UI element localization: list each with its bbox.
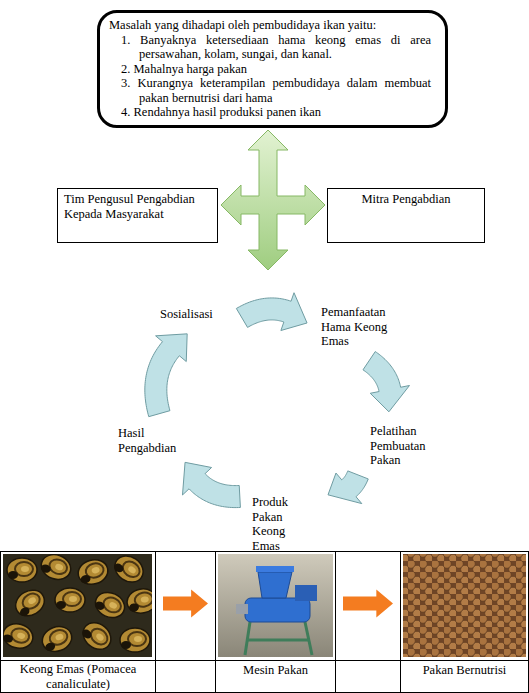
- node-label: Mitra Pengabdian: [334, 192, 478, 207]
- pellet-photo: [403, 554, 526, 657]
- feed-machine-photo: [218, 554, 333, 657]
- flow-arrow: [163, 590, 208, 618]
- cycle-arrow: [363, 352, 409, 412]
- cycle-arrow: [236, 293, 307, 331]
- node-label: Pemanfaatan Hama Keong Emas: [321, 305, 391, 349]
- cycle-arrow: [328, 471, 368, 504]
- problem-heading: Masalah yang dihadapi oleh pembudidaya i…: [109, 18, 431, 33]
- cycle-step: Hasil Pengabdian: [116, 425, 184, 456]
- node-label: Produk Pakan Keong Emas: [252, 495, 316, 553]
- image-cell: Pakan Bernutrisi: [400, 551, 529, 693]
- node-label: Hasil Pengabdian: [118, 426, 182, 455]
- team-box: Tim Pengusul Pengabdian Kepada Masyaraka…: [57, 188, 218, 243]
- cycle-step: Pemanfaatan Hama Keong Emas: [319, 304, 393, 350]
- cycle-step: Sosialisasi: [158, 306, 230, 323]
- image-cell: Mesin Pakan: [215, 551, 336, 693]
- problem-box: Masalah yang dihadapi oleh pembudidaya i…: [97, 10, 448, 128]
- problem-item: 3. Kurangnya keterampilan pembudidaya da…: [109, 76, 431, 105]
- node-label: Tim Pengusul Pengabdian Kepada Masyaraka…: [64, 192, 211, 221]
- flow-arrow: [343, 590, 393, 618]
- cycle-step: Pelatihan Pembuatan Pakan: [368, 423, 436, 469]
- cycle-arrow: [182, 462, 240, 507]
- image-caption: Pakan Bernutrisi: [400, 661, 529, 693]
- problem-item: 1. Banyaknya ketersediaan hama keong ema…: [109, 33, 431, 62]
- cycle-step: Produk Pakan Keong Emas: [250, 494, 318, 554]
- image-caption: Keong Emas (Pomacea canaliculate): [0, 660, 156, 693]
- image-cell: Keong Emas (Pomacea canaliculate): [0, 551, 156, 693]
- partner-box: Mitra Pengabdian: [327, 188, 485, 243]
- four-way-arrow: [221, 130, 325, 270]
- snail-photo: [3, 554, 152, 657]
- problem-item: 2. Mahalnya harga pakan: [109, 62, 431, 77]
- table-grid: [0, 551, 529, 693]
- node-label: Pelatihan Pembuatan Pakan: [370, 424, 434, 468]
- problem-item: 4. Rendahnya hasil produksi panen ikan: [109, 105, 431, 120]
- cycle-arrow: [145, 334, 187, 417]
- node-label: Sosialisasi: [160, 307, 228, 322]
- image-caption: Mesin Pakan: [215, 661, 336, 693]
